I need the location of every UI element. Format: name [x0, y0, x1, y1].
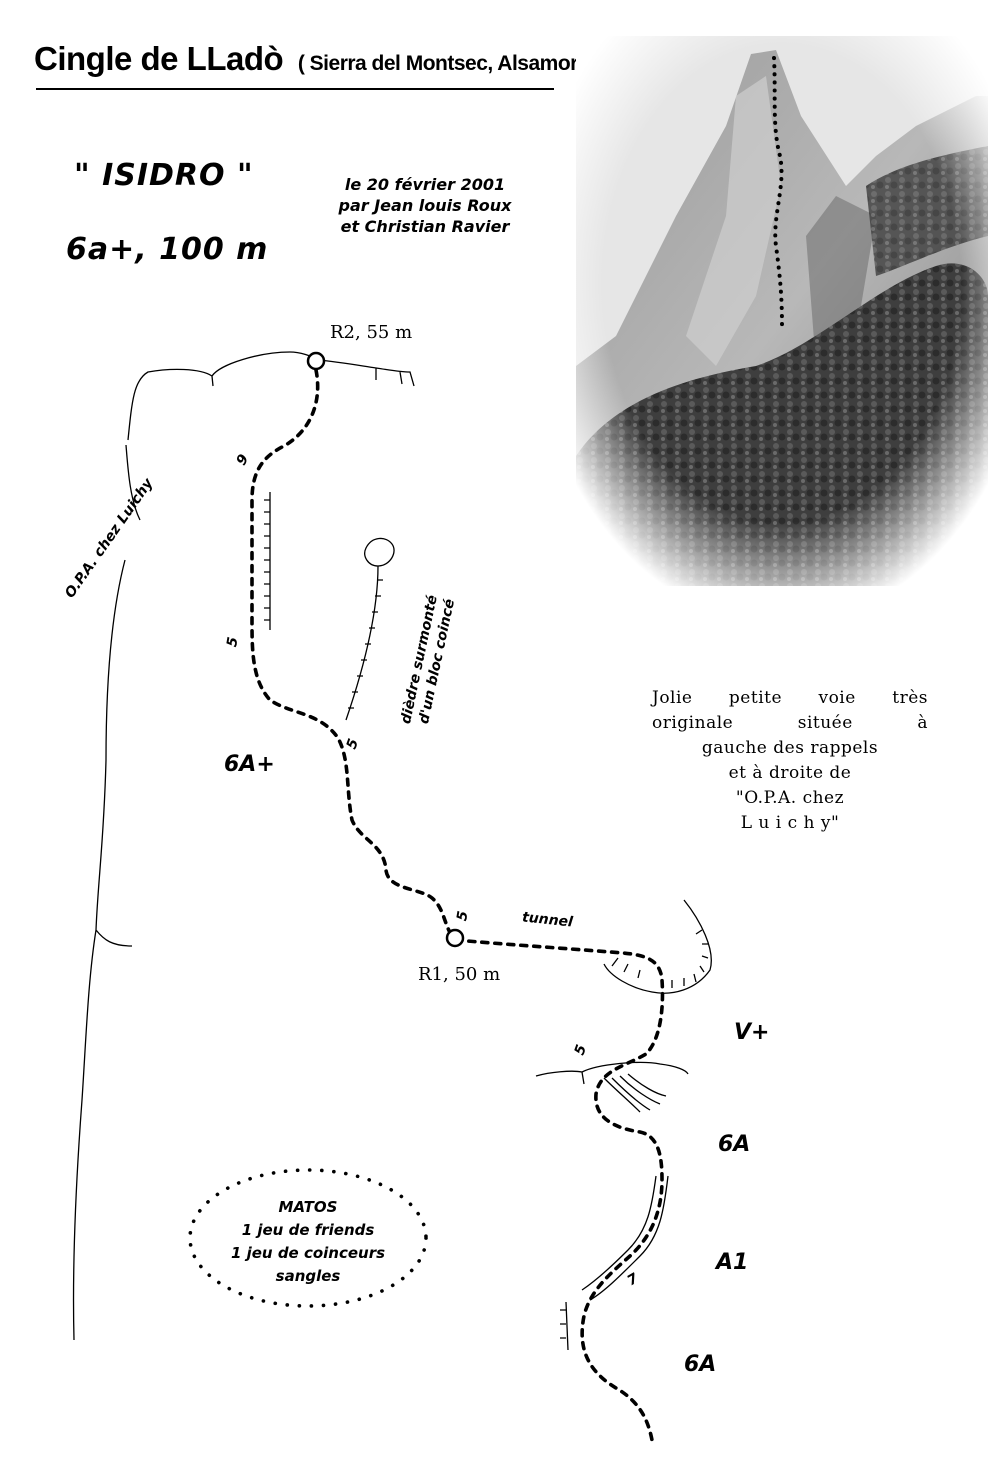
roof-ledge — [535, 1061, 689, 1085]
page-title: Cingle de LLadò ( Sierra del Montsec, Al… — [34, 40, 601, 78]
matos-ellipse — [188, 1168, 428, 1308]
dihedral-hatching — [264, 499, 270, 621]
title-subtitle: ( Sierra del Montsec, Alsamora ) — [297, 52, 602, 75]
description-line: gauche des rappels — [701, 738, 879, 758]
left-wall — [72, 559, 133, 1341]
first-ascent-line: par Jean louis Roux — [338, 196, 512, 215]
belay-station-r1 — [445, 928, 465, 948]
cliff-photo — [576, 36, 988, 586]
tunnel-roof — [603, 899, 712, 994]
chockstone-dihedral — [345, 565, 379, 721]
lower-crack-right — [589, 1175, 669, 1301]
grade-v-plus: V+ — [734, 1020, 770, 1045]
tunnel-hatching — [611, 929, 709, 988]
grade-pitch-2: 6A+ — [224, 752, 275, 777]
left-wall-top — [125, 444, 141, 521]
summit-ledge — [127, 351, 415, 441]
station-label-r1: R1, 50 m — [418, 964, 501, 985]
route-grade-length: 6a+, 100 m — [66, 232, 269, 267]
rock-outlines — [72, 351, 712, 1351]
route-pitch-2 — [250, 368, 454, 938]
route-description: Jolie petite voie très originale située … — [652, 686, 928, 836]
first-ascent-line: et Christian Ravier — [340, 217, 510, 236]
route-pitch-1 — [454, 938, 665, 1442]
grade-6a-lower: 6A — [684, 1352, 717, 1377]
title-text: Cingle de LLadò — [34, 40, 284, 77]
gear-title: MATOS — [278, 1198, 338, 1216]
lower-crack-left — [581, 1175, 657, 1291]
description-line: originale située à — [652, 713, 928, 733]
description-line: et à droite de — [728, 763, 852, 783]
description-line: Jolie petite voie très — [652, 688, 928, 708]
chockstone — [364, 537, 395, 567]
gear-item: sangles — [275, 1267, 341, 1285]
route-name: " ISIDRO " — [74, 158, 254, 193]
gear-item: 1 jeu de coinceurs — [230, 1244, 386, 1262]
station-label-r2: R2, 55 m — [330, 322, 413, 343]
title-underline — [36, 88, 554, 90]
belay-station-r2 — [306, 351, 326, 371]
grade-6a-upper: 6A — [718, 1132, 751, 1157]
lower-left-edge — [560, 1301, 569, 1351]
roof-hatching — [603, 1073, 667, 1113]
gear-item: 1 jeu de friends — [241, 1221, 375, 1239]
chockstone-hatching — [348, 579, 383, 709]
description-line: "O.P.A. chez — [735, 788, 845, 808]
route-line — [250, 368, 665, 1442]
grade-a1: A1 — [716, 1250, 749, 1275]
first-ascent-info: le 20 février 2001 par Jean louis Roux e… — [300, 174, 550, 237]
first-ascent-line: le 20 février 2001 — [344, 175, 506, 194]
gear-list: MATOS 1 jeu de friends 1 jeu de coinceur… — [188, 1196, 428, 1288]
description-line: L u i c h y" — [740, 813, 840, 833]
